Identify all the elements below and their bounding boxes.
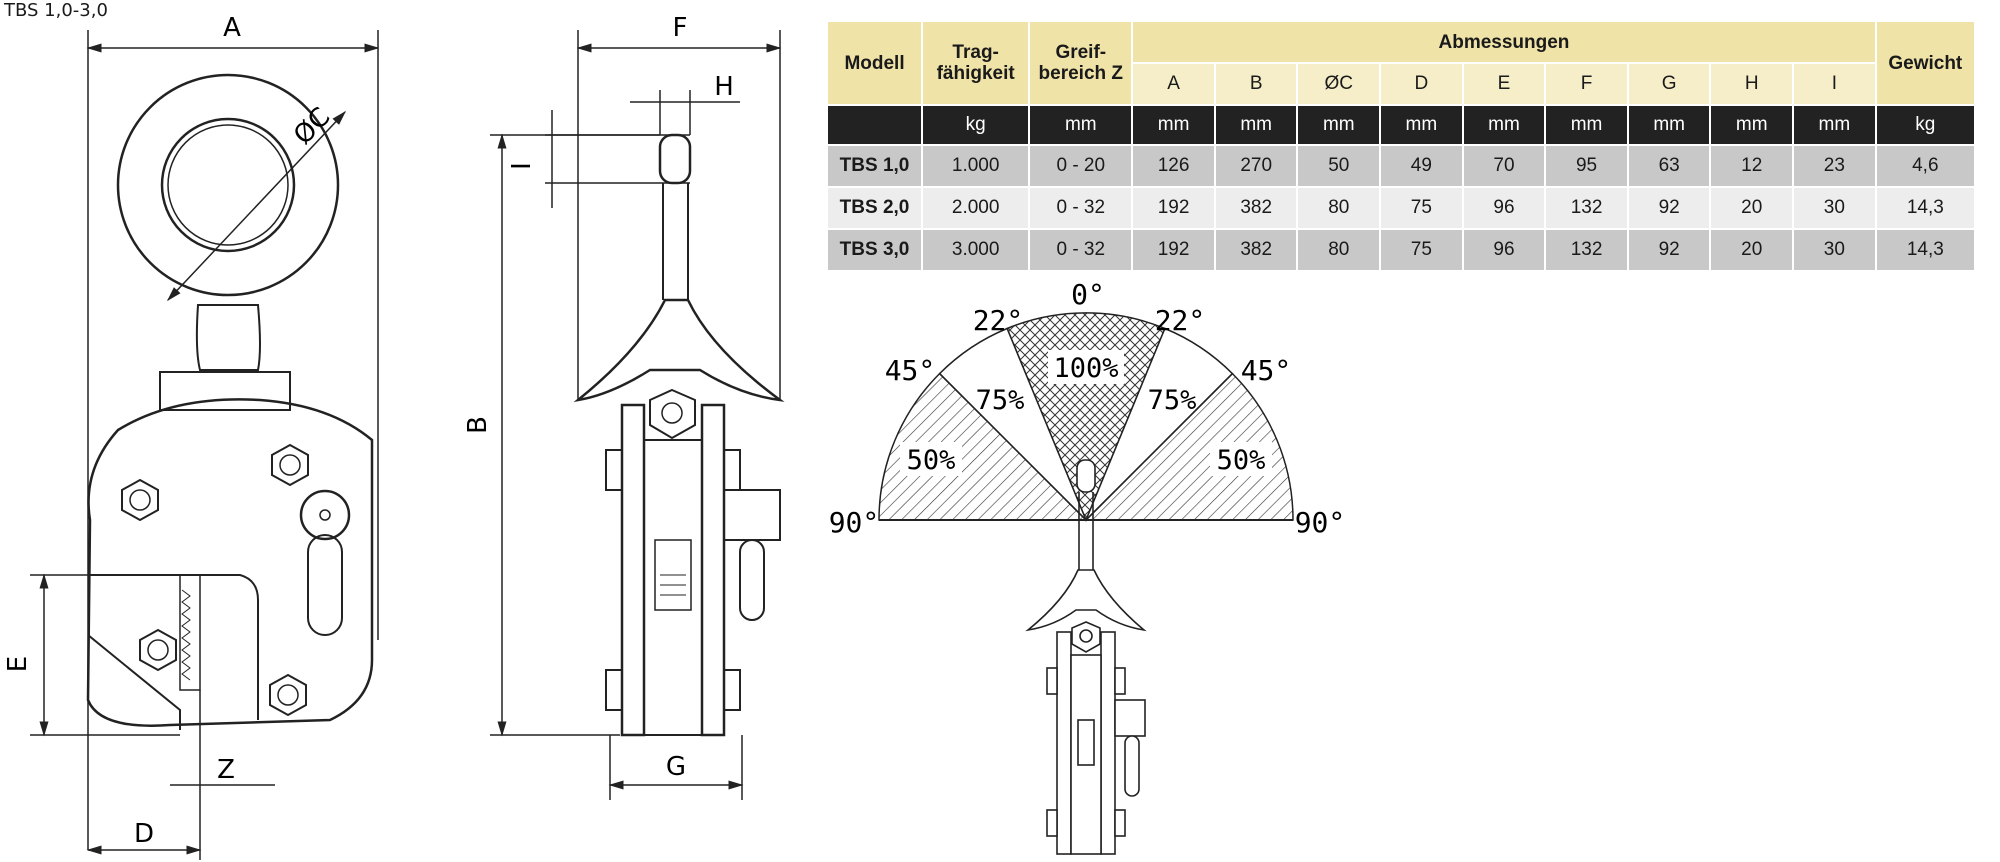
sector-50-right	[1084, 372, 1294, 521]
dim-label-g: G	[666, 752, 686, 782]
unit-cell: kg	[921, 104, 1031, 146]
table-row-tbs-2: TBS 2,0 2.000 0 - 32 192 382 80 75 96 13…	[825, 186, 1977, 230]
unit-cell: mm	[1461, 104, 1547, 146]
unit-cell: mm	[1792, 104, 1877, 146]
table-cell: 95	[1544, 144, 1629, 188]
unit-cell: mm	[1028, 104, 1134, 146]
table-cell: 75	[1379, 186, 1464, 230]
table-cell: 132	[1544, 228, 1629, 272]
angle-label-45-left: 45°	[885, 354, 936, 387]
unit-cell: mm	[1296, 104, 1382, 146]
sector-50-left	[878, 372, 1088, 521]
capacity-label-75-left: 75%	[976, 385, 1025, 416]
unit-cell: mm	[1709, 104, 1795, 146]
capacity-label-50-left: 50%	[907, 445, 956, 476]
dim-col-d: D	[1379, 62, 1464, 106]
table-cell: 12	[1709, 144, 1795, 188]
header-tragfaehigkeit: Trag-fähigkeit	[921, 20, 1031, 106]
unit-cell: mm	[1213, 104, 1299, 146]
table-cell: 270	[1213, 144, 1299, 188]
table-cell: 132	[1544, 186, 1629, 230]
table-cell: 20	[1709, 228, 1795, 272]
unit-cell: kg	[1874, 104, 1977, 146]
dim-label-e: E	[3, 656, 33, 672]
angle-label-22-left: 22°	[973, 304, 1024, 337]
dim-col-h: H	[1709, 62, 1795, 106]
table-cell: 49	[1379, 144, 1464, 188]
table-cell: 92	[1626, 228, 1712, 272]
table-cell: 0 - 20	[1028, 144, 1134, 188]
dim-label-a: A	[223, 13, 241, 43]
dim-col-c: ØC	[1296, 62, 1382, 106]
unit-cell: mm	[1544, 104, 1629, 146]
table-cell: 14,3	[1874, 228, 1977, 272]
table-cell: 20	[1709, 186, 1795, 230]
table-cell: 3.000	[921, 228, 1031, 272]
table-cell: 75	[1379, 228, 1464, 272]
dim-label-i: I	[507, 162, 537, 170]
header-gewicht: Gewicht	[1874, 20, 1977, 106]
table-cell: 30	[1792, 228, 1877, 272]
table-cell: 0 - 32	[1028, 186, 1134, 230]
clamp-side-view-small	[1025, 459, 1147, 855]
dim-col-f: F	[1544, 62, 1629, 106]
model-cell: TBS 2,0	[825, 186, 924, 230]
product-title: TBS 1,0-3,0	[4, 0, 108, 21]
load-angle-diagram: 100% 75% 75% 50% 50% 0° 22° 22° 45° 45° …	[829, 278, 1346, 855]
table-cell: 63	[1626, 144, 1712, 188]
dim-label-d: D	[134, 819, 154, 849]
table-cell: 1.000	[921, 144, 1031, 188]
angle-label-22-right: 22°	[1155, 304, 1206, 337]
dim-label-f: F	[673, 13, 688, 43]
table-row-tbs-1: TBS 1,0 1.000 0 - 20 126 270 50 49 70 95…	[825, 144, 1977, 188]
table-cell: 50	[1296, 144, 1382, 188]
dim-col-e: E	[1461, 62, 1547, 106]
dim-col-b: B	[1213, 62, 1299, 106]
dim-col-g: G	[1626, 62, 1712, 106]
unit-cell: mm	[1379, 104, 1464, 146]
table-cell: 14,3	[1874, 186, 1977, 230]
table-cell: 92	[1626, 186, 1712, 230]
angle-label-0: 0°	[1071, 278, 1105, 311]
dim-label-z: Z	[217, 755, 235, 785]
table-cell: 96	[1461, 186, 1547, 230]
table-cell: 23	[1792, 144, 1877, 188]
table-cell: 70	[1461, 144, 1547, 188]
table-cell: 30	[1792, 186, 1877, 230]
angle-label-45-right: 45°	[1241, 354, 1292, 387]
model-cell: TBS 1,0	[825, 144, 924, 188]
dim-col-i: I	[1792, 62, 1877, 106]
model-cell: TBS 3,0	[825, 228, 924, 272]
unit-cell	[825, 104, 924, 146]
table-cell: 382	[1213, 228, 1299, 272]
units-row: kg mm mm mm mm mm mm mm mm mm mm kg	[825, 104, 1977, 146]
unit-cell: mm	[1626, 104, 1712, 146]
header-greifbereich: Greif-bereich Z	[1028, 20, 1134, 106]
dim-label-h: H	[714, 72, 734, 102]
clamp-technical-drawing: A ØC E Z D F H I B G	[3, 13, 785, 860]
table-cell: 96	[1461, 228, 1547, 272]
specifications-table: Modell Trag-fähigkeit Greif-bereich Z Ab…	[825, 20, 1977, 272]
table-cell: 192	[1131, 228, 1216, 272]
unit-cell: mm	[1131, 104, 1216, 146]
capacity-label-100: 100%	[1053, 353, 1118, 384]
table-cell: 382	[1213, 186, 1299, 230]
sector-100-percent	[1006, 312, 1166, 522]
dim-col-a: A	[1131, 62, 1216, 106]
angle-label-90-right: 90°	[1295, 506, 1346, 539]
table-cell: 192	[1131, 186, 1216, 230]
header-abmessungen: Abmessungen	[1131, 20, 1877, 64]
table-cell: 4,6	[1874, 144, 1977, 188]
table-cell: 80	[1296, 228, 1382, 272]
table-cell: 126	[1131, 144, 1216, 188]
table-row-tbs-3: TBS 3,0 3.000 0 - 32 192 382 80 75 96 13…	[825, 228, 1977, 272]
table-cell: 2.000	[921, 186, 1031, 230]
table-cell: 0 - 32	[1028, 228, 1134, 272]
angle-label-90-left: 90°	[829, 506, 880, 539]
table-cell: 80	[1296, 186, 1382, 230]
capacity-label-50-right: 50%	[1217, 445, 1266, 476]
dim-label-b: B	[463, 416, 493, 434]
header-modell: Modell	[825, 20, 924, 106]
capacity-label-75-right: 75%	[1148, 385, 1197, 416]
